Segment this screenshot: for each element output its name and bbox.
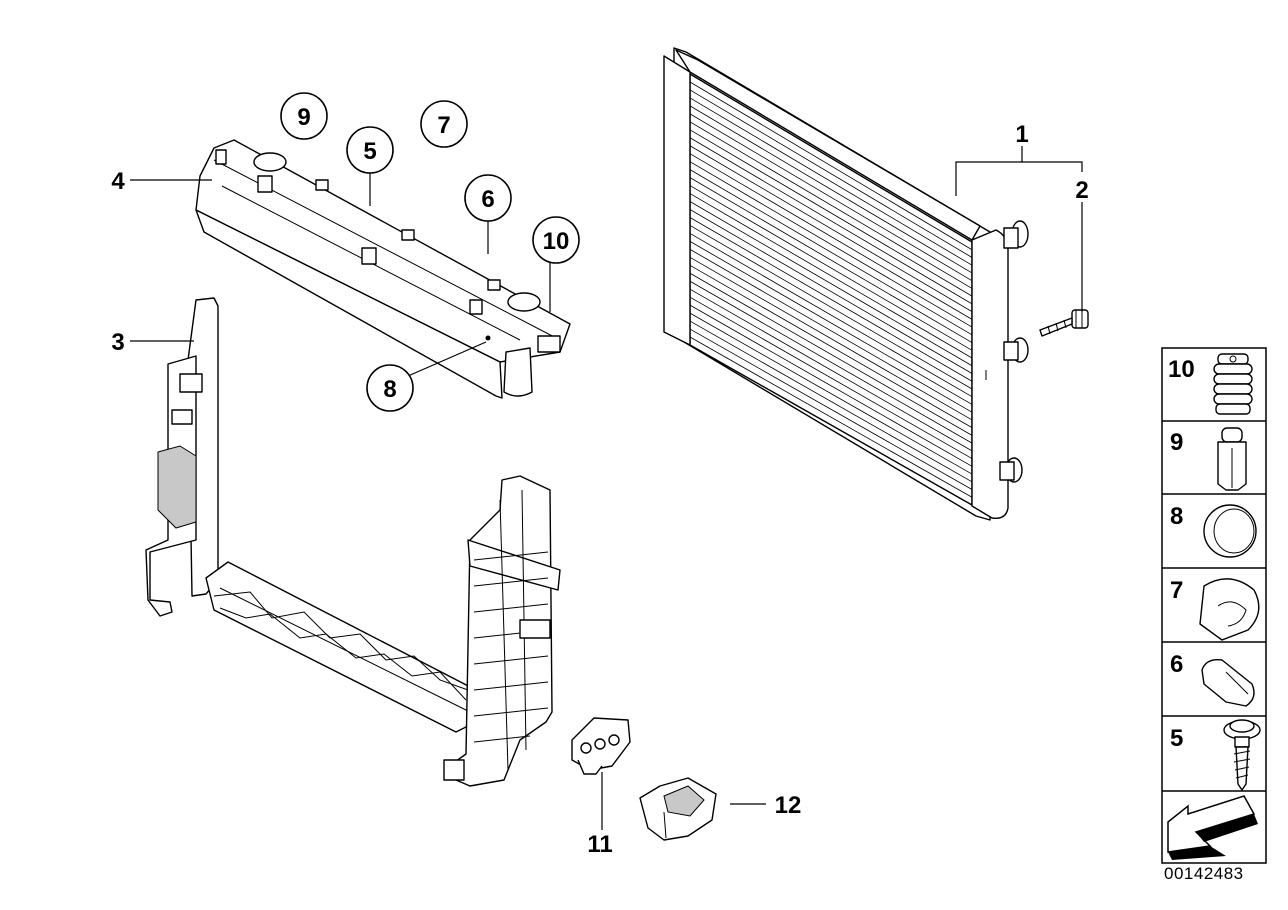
arrow-icon: [1167, 795, 1258, 860]
legend-label-8: 8: [1170, 503, 1183, 530]
radiator-fin: [689, 233, 973, 398]
clip-icon: [1199, 578, 1260, 641]
radiator-fin: [689, 97, 973, 266]
radiator-fin: [689, 225, 973, 390]
callout-9-circle: [280, 92, 328, 140]
legend-label-6: 6: [1170, 651, 1183, 678]
callout-8-circle: [366, 364, 414, 412]
radiator-fin: [689, 161, 973, 328]
radiator-fin: [689, 129, 973, 297]
radiator-fin: [689, 217, 973, 382]
legend-label-7: 7: [1170, 577, 1183, 604]
callout-2: 2: [1075, 177, 1088, 204]
legend-label-9: 9: [1170, 429, 1183, 456]
radiator-fin: [689, 89, 973, 258]
callouts: 1 2 3 4 9 5 7 6 10 8 11 12: [111, 92, 1089, 858]
callout-10-circle: [532, 216, 580, 264]
radiator-fin: [689, 249, 973, 413]
radiator-fin: [689, 185, 973, 351]
callout-11: 11: [587, 831, 612, 858]
legend-label-5: 5: [1170, 725, 1183, 752]
drain-plug: [1039, 309, 1089, 337]
radiator-fin: [689, 336, 973, 498]
radiator-fin: [689, 145, 973, 312]
radiator: [663, 47, 1029, 521]
legend-panel: 10 9 8 7 6 5: [1161, 347, 1267, 864]
radiator-fin: [689, 209, 973, 374]
expanding-nut-icon: [1201, 659, 1255, 707]
radiator-fin: [689, 272, 973, 436]
radiator-fin: [689, 280, 973, 444]
plug-icon: [1217, 427, 1247, 491]
callout-5-circle: [346, 126, 394, 174]
callout-5: 5: [363, 138, 376, 165]
callout-7-circle: [420, 100, 468, 148]
radiator-fin: [689, 328, 973, 490]
callout-6: 6: [481, 186, 494, 213]
callout-10: 10: [543, 228, 570, 255]
callout-4: 4: [111, 168, 125, 195]
radiator-fin: [689, 137, 973, 305]
callout-8: 8: [383, 376, 396, 403]
radiator-fin: [689, 193, 973, 359]
radiator-fin: [689, 296, 973, 459]
callout-12: 12: [775, 792, 802, 819]
radiator-support-frame: [145, 297, 561, 787]
callout-9: 9: [297, 104, 310, 131]
callout-1: 1: [1015, 121, 1028, 148]
radiator-fin: [689, 304, 973, 467]
radiator-fin: [689, 121, 973, 289]
callout-7: 7: [437, 112, 450, 139]
lower-bracket: [639, 777, 717, 841]
radiator-fin: [689, 153, 973, 320]
leader-lines: [130, 146, 1083, 830]
radiator-fin: [689, 320, 973, 483]
radiator-fin: [689, 113, 973, 282]
radiator-fin: [689, 105, 973, 274]
legend-label-10: 10: [1168, 356, 1195, 383]
radiator-fin: [689, 169, 973, 336]
callout-6-circle: [464, 174, 512, 222]
radiator-fin: [689, 264, 973, 428]
upper-cross-member: [195, 139, 571, 399]
radiator-fin: [689, 288, 973, 452]
screw-icon: [1223, 719, 1261, 791]
radiator-fin: [689, 177, 973, 343]
cap-icon: [1203, 504, 1257, 558]
grommet-icon: [1213, 353, 1253, 415]
radiator-fin: [689, 241, 973, 405]
diagram-id: 00142483: [1164, 864, 1244, 883]
callout-3: 3: [111, 329, 124, 356]
radiator-fin: [689, 201, 973, 367]
radiator-fin: [689, 256, 973, 421]
mount-bracket: [571, 717, 631, 775]
radiator-fin: [689, 312, 973, 475]
radiator-fin: [689, 81, 973, 251]
